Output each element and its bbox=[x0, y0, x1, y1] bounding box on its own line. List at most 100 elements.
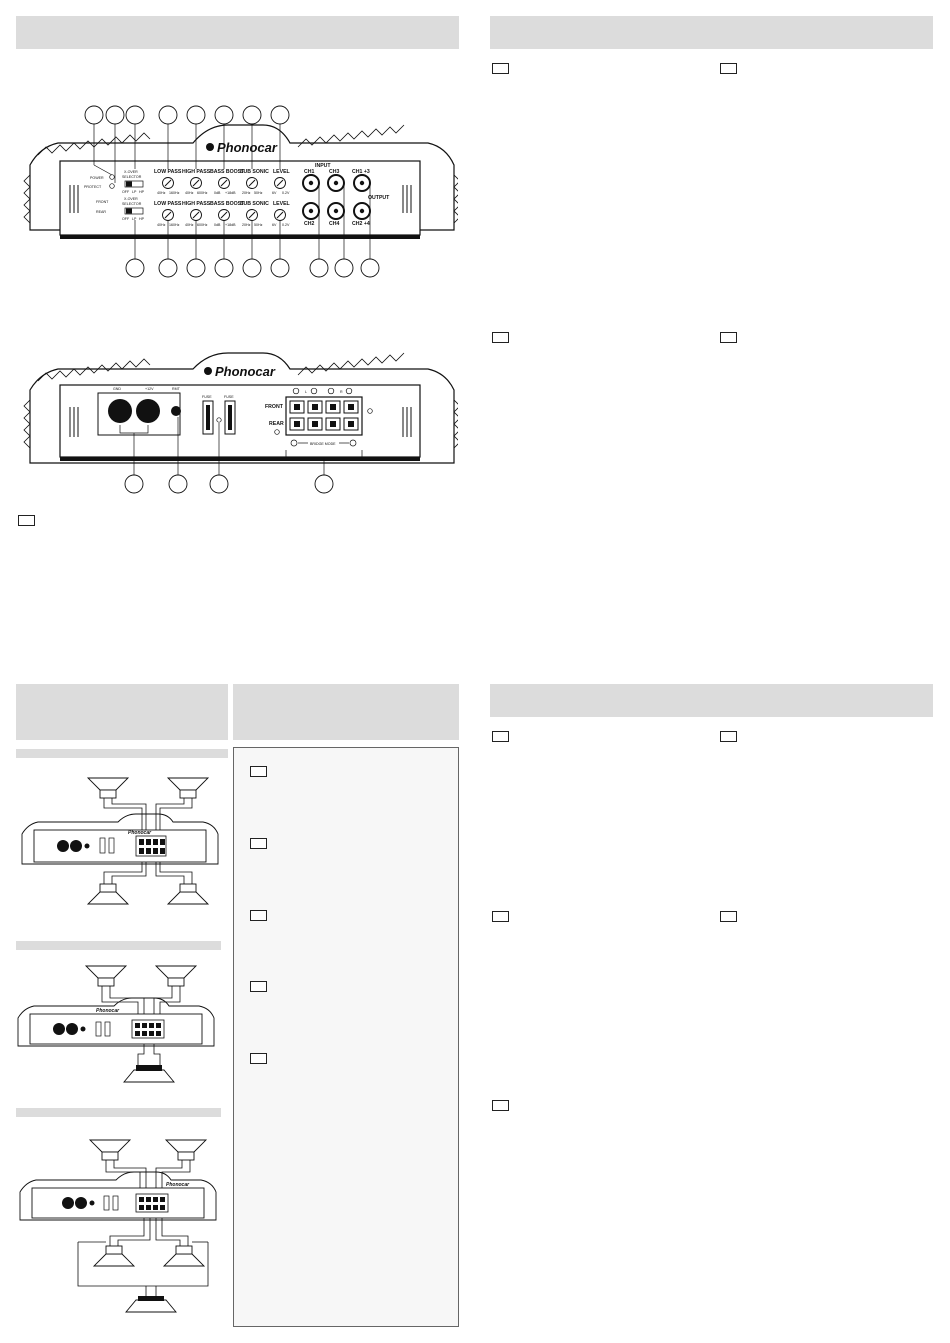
knob-scale-front: 40Hz 160Hz 40Hz 600Hz 0dB +18dB 20Hz 50H… bbox=[157, 191, 290, 195]
scale-max: +18dB bbox=[225, 191, 236, 195]
text-panel bbox=[233, 747, 459, 1327]
rmt-terminal[interactable] bbox=[171, 406, 181, 416]
selector-label-rear: SELECTOR bbox=[122, 202, 142, 206]
language-box bbox=[720, 332, 737, 343]
gnd-terminal[interactable] bbox=[108, 399, 132, 423]
language-box bbox=[18, 515, 35, 526]
knob-label: BASS BOOST bbox=[210, 201, 245, 207]
input-label: INPUT bbox=[315, 163, 331, 169]
scale-min: 6V bbox=[272, 223, 277, 227]
rear-label: REAR bbox=[96, 210, 106, 214]
switch-off-label: OFF bbox=[122, 190, 130, 194]
diagram-caption-band-2 bbox=[16, 941, 221, 950]
language-box bbox=[250, 1053, 267, 1064]
amplifier-front-panel-diagram: Phonocar POWER PROTECT FRONT REAR X-OVER… bbox=[23, 105, 458, 278]
protect-led-label: PROTECT bbox=[84, 185, 102, 189]
scale-min: 40Hz bbox=[185, 191, 194, 195]
amplifier-rear-panel-diagram: Phonocar GND +12V RMT FUSE FUSE FRONT RE… bbox=[23, 352, 458, 494]
scale-max: 160Hz bbox=[169, 191, 180, 195]
diagram-caption-band-1 bbox=[16, 749, 228, 758]
ch-label: CH1 +3 bbox=[352, 169, 370, 175]
language-box bbox=[720, 911, 737, 922]
front-label: FRONT bbox=[265, 404, 284, 410]
knob-label: SUB SONIC bbox=[240, 201, 269, 207]
scale-min: 0dB bbox=[214, 223, 221, 227]
knob-label: HIGH PASS bbox=[182, 169, 211, 175]
callout-markers-top bbox=[84, 105, 290, 125]
switch-lp-label: LP bbox=[132, 217, 137, 221]
protect-led bbox=[109, 183, 115, 189]
rear-label: REAR bbox=[269, 421, 284, 427]
language-box bbox=[250, 910, 267, 921]
knob-labels-front: LOW PASS HIGH PASS BASS BOOST SUB SONIC … bbox=[154, 169, 291, 175]
scale-min: 20Hz bbox=[242, 223, 251, 227]
diagram-caption-band-3 bbox=[16, 1108, 221, 1117]
ch-label: CH1 bbox=[304, 169, 314, 175]
ch-label: CH4 bbox=[329, 221, 339, 227]
language-box bbox=[492, 332, 509, 343]
xover-switch-rear[interactable] bbox=[124, 207, 144, 215]
scale-min: 40Hz bbox=[157, 191, 166, 195]
knob-labels-rear: LOW PASS HIGH PASS BASS BOOST SUB SONIC … bbox=[154, 201, 291, 207]
language-box bbox=[720, 63, 737, 74]
knob-label: BASS BOOST bbox=[210, 169, 245, 175]
language-box bbox=[250, 766, 267, 777]
header-band-connections-left bbox=[16, 684, 228, 740]
xover-label-front: X-OVER bbox=[124, 170, 138, 174]
brand-logo: Phonocar bbox=[96, 1008, 120, 1014]
scale-max: 0.2V bbox=[282, 223, 290, 227]
brand-logo: Phonocar bbox=[217, 140, 278, 155]
l-label: L bbox=[305, 390, 307, 394]
knob-label: LEVEL bbox=[273, 169, 291, 175]
knob-label: SUB SONIC bbox=[240, 169, 269, 175]
plus12v-label: +12V bbox=[145, 387, 154, 391]
scale-min: 0dB bbox=[214, 191, 221, 195]
scale-max: 160Hz bbox=[169, 223, 180, 227]
scale-max: 600Hz bbox=[197, 191, 208, 195]
scale-max: 50Hz bbox=[254, 191, 263, 195]
knob-label: LEVEL bbox=[273, 201, 291, 207]
language-box bbox=[250, 981, 267, 992]
brand-logo: Phonocar bbox=[166, 1182, 190, 1188]
header-band-connections-middle bbox=[233, 684, 459, 740]
header-band-bottom-right bbox=[490, 684, 933, 717]
header-band-top-left bbox=[16, 16, 459, 49]
selector-label-front: SELECTOR bbox=[122, 175, 142, 179]
xover-switch-front[interactable] bbox=[124, 180, 144, 188]
fuse-label: FUSE bbox=[224, 395, 234, 399]
ch-label: CH3 bbox=[329, 169, 339, 175]
output-label: OUTPUT bbox=[368, 195, 390, 201]
language-box bbox=[492, 911, 509, 922]
switch-lp-label: LP bbox=[132, 190, 137, 194]
front-label: FRONT bbox=[96, 200, 109, 204]
callout-markers-rear bbox=[124, 474, 334, 494]
scale-max: 0.2V bbox=[282, 191, 290, 195]
power-led-label: POWER bbox=[90, 176, 104, 180]
language-box bbox=[250, 838, 267, 849]
scale-max: 50Hz bbox=[254, 223, 263, 227]
brand-logo: Phonocar bbox=[215, 364, 276, 379]
switch-hp-label: HP bbox=[139, 190, 145, 194]
ch-label: CH2 +4 bbox=[352, 221, 370, 227]
wiring-diagram-three-way: Phonocar bbox=[19, 1139, 217, 1313]
switch-off-label: OFF bbox=[122, 217, 130, 221]
r-label: R bbox=[340, 390, 343, 394]
gnd-label: GND bbox=[113, 387, 121, 391]
fuse-label: FUSE bbox=[202, 395, 212, 399]
scale-max: 600Hz bbox=[197, 223, 208, 227]
knob-label: HIGH PASS bbox=[182, 201, 211, 207]
language-box bbox=[492, 731, 509, 742]
scale-min: 6V bbox=[272, 191, 277, 195]
wiring-diagram-four-channel: Phonocar bbox=[21, 777, 219, 905]
scale-min: 40Hz bbox=[185, 223, 194, 227]
rmt-label: RMT bbox=[172, 387, 181, 391]
bridge-mode-label: BRIDGE MODE bbox=[310, 442, 336, 446]
plus12v-terminal[interactable] bbox=[136, 399, 160, 423]
wiring-diagram-bridged: Phonocar bbox=[17, 965, 215, 1083]
switch-hp-label: HP bbox=[139, 217, 145, 221]
language-box bbox=[492, 1100, 509, 1111]
brand-logo: Phonocar bbox=[128, 830, 152, 836]
knob-label: LOW PASS bbox=[154, 169, 182, 175]
ch-label: CH2 bbox=[304, 221, 314, 227]
knob-label: LOW PASS bbox=[154, 201, 182, 207]
